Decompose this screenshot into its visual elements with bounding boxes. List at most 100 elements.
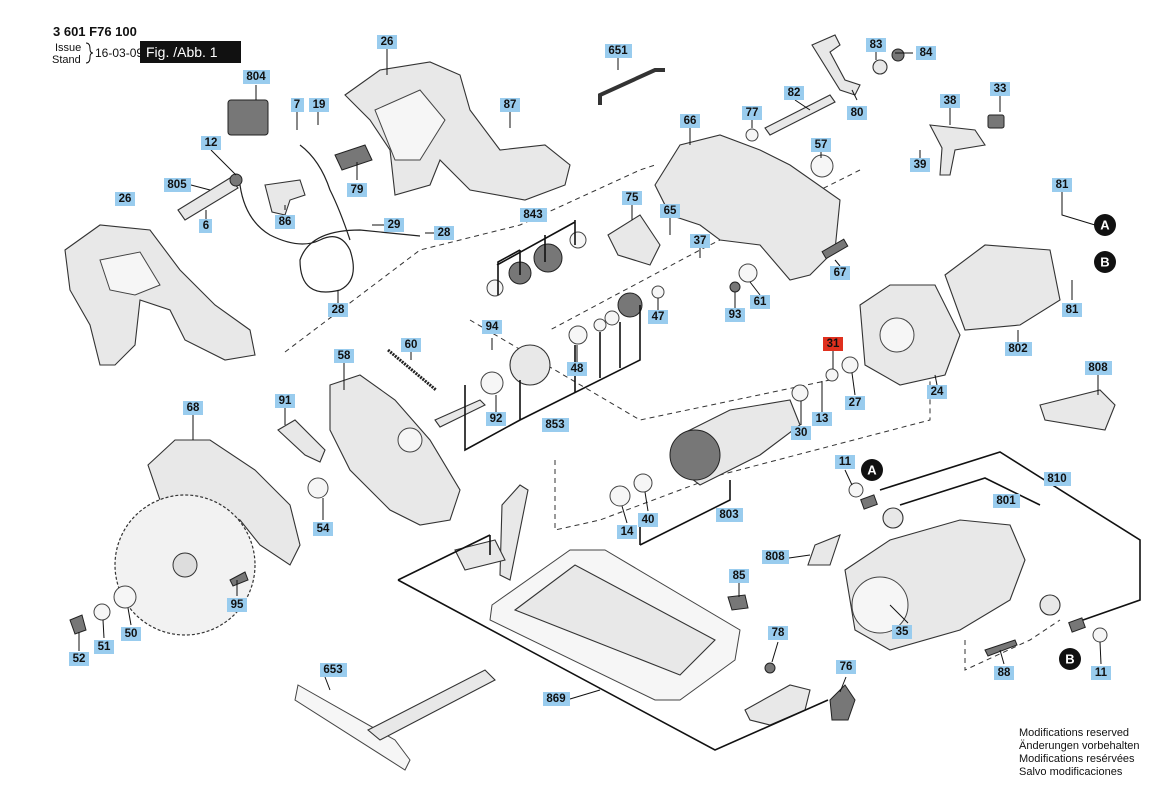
screw-93 bbox=[729, 281, 741, 293]
svg-text:50: 50 bbox=[125, 628, 138, 640]
angle-bracket bbox=[929, 124, 986, 176]
bearing-40 bbox=[633, 473, 653, 493]
svg-text:77: 77 bbox=[746, 107, 759, 119]
label-61: 61 bbox=[750, 295, 770, 309]
svg-text:A: A bbox=[867, 463, 877, 478]
bracket-810 bbox=[879, 451, 1141, 621]
outer-flange bbox=[113, 585, 137, 609]
bearing-14 bbox=[609, 485, 631, 507]
label-82: 82 bbox=[784, 86, 804, 100]
svg-text:28: 28 bbox=[438, 227, 451, 239]
svg-text:88: 88 bbox=[998, 667, 1011, 679]
cable-clamp bbox=[229, 173, 243, 187]
mod-line-en: Modifications reserved bbox=[1019, 727, 1129, 739]
guard-lever bbox=[277, 419, 326, 463]
lower-guard bbox=[329, 374, 461, 526]
bevel-bracket bbox=[454, 539, 506, 571]
label-26-front: 26 bbox=[115, 192, 135, 206]
svg-text:803: 803 bbox=[719, 509, 738, 521]
svg-text:35: 35 bbox=[896, 626, 909, 638]
svg-text:75: 75 bbox=[626, 192, 639, 204]
label-802: 802 bbox=[1005, 342, 1032, 356]
svg-text:805: 805 bbox=[167, 179, 187, 191]
switch-module bbox=[227, 99, 269, 136]
svg-text:26: 26 bbox=[381, 36, 394, 48]
label-81-top: 81 bbox=[1052, 178, 1072, 192]
guard-hub bbox=[397, 427, 423, 453]
carbon-brush-b bbox=[1068, 617, 1086, 633]
issue-label: Issue bbox=[55, 42, 81, 54]
dash-line-housing bbox=[549, 169, 861, 331]
dash-line-gearbox bbox=[284, 164, 656, 353]
rear-handle bbox=[344, 61, 571, 201]
label-7: 7 bbox=[291, 98, 304, 112]
name-plate bbox=[334, 144, 373, 171]
svg-text:A: A bbox=[1100, 218, 1110, 233]
cable-sleeve bbox=[177, 177, 239, 221]
label-58: 58 bbox=[334, 349, 354, 363]
bearing-27 bbox=[841, 356, 859, 374]
svg-text:37: 37 bbox=[694, 235, 707, 247]
label-75: 75 bbox=[622, 191, 642, 205]
bracket-843 bbox=[496, 220, 576, 295]
blade-arbor bbox=[172, 552, 198, 578]
spindle bbox=[434, 399, 486, 428]
knob-76 bbox=[829, 684, 856, 721]
label-803: 803 bbox=[716, 508, 743, 522]
svg-text:86: 86 bbox=[279, 216, 292, 228]
chip-deflector bbox=[607, 214, 661, 266]
svg-text:39: 39 bbox=[914, 159, 927, 171]
svg-text:80: 80 bbox=[851, 107, 864, 119]
label-88: 88 bbox=[994, 666, 1014, 680]
svg-text:12: 12 bbox=[205, 137, 218, 149]
armature-fan bbox=[669, 429, 721, 481]
svg-text:11: 11 bbox=[1095, 667, 1108, 679]
svg-text:60: 60 bbox=[405, 339, 418, 351]
label-48: 48 bbox=[567, 362, 587, 376]
svg-text:804: 804 bbox=[246, 71, 266, 83]
brush-cap-b bbox=[1092, 627, 1108, 643]
guide-scale bbox=[367, 669, 496, 741]
svg-text:19: 19 bbox=[313, 99, 326, 111]
brush-holder-b bbox=[1039, 594, 1061, 616]
label-33: 33 bbox=[990, 82, 1010, 96]
label-95: 95 bbox=[227, 598, 247, 612]
label-94: 94 bbox=[482, 320, 502, 334]
label-29: 29 bbox=[384, 218, 404, 232]
parts-art bbox=[64, 34, 1116, 771]
field-coil bbox=[944, 244, 1061, 331]
mod-line-de: Änderungen vorbehalten bbox=[1019, 740, 1139, 752]
insulation-808a bbox=[1039, 389, 1116, 431]
brush-holder-a bbox=[882, 507, 904, 529]
label-51: 51 bbox=[94, 640, 114, 654]
assembly-outlines bbox=[284, 164, 1061, 671]
bracket-801 bbox=[899, 477, 1041, 506]
label-37: 37 bbox=[690, 234, 710, 248]
front-handle bbox=[64, 224, 256, 366]
front-handle-grip bbox=[99, 251, 161, 296]
label-57: 57 bbox=[811, 138, 831, 152]
svg-text:13: 13 bbox=[816, 413, 829, 425]
label-83: 83 bbox=[866, 38, 886, 52]
label-85: 85 bbox=[729, 569, 749, 583]
brace-mark bbox=[85, 42, 94, 64]
svg-text:653: 653 bbox=[323, 664, 342, 676]
insulation-808b bbox=[807, 534, 841, 566]
screw-78 bbox=[764, 662, 776, 674]
circlip-b bbox=[604, 310, 620, 326]
dash-box-armature bbox=[554, 360, 931, 531]
svg-text:869: 869 bbox=[546, 693, 565, 705]
svg-text:808: 808 bbox=[1088, 362, 1108, 374]
gear-bearing bbox=[569, 231, 587, 249]
label-47: 47 bbox=[648, 310, 668, 324]
pin-bushing bbox=[651, 285, 665, 299]
svg-text:92: 92 bbox=[490, 413, 503, 425]
label-808-bottom: 808 bbox=[762, 550, 789, 564]
label-28-right: 28 bbox=[434, 226, 454, 240]
label-81-bottom: 81 bbox=[1062, 303, 1082, 317]
svg-text:6: 6 bbox=[203, 220, 209, 232]
spindle-flange bbox=[509, 344, 551, 386]
wire-lead bbox=[299, 144, 351, 241]
svg-text:95: 95 bbox=[231, 599, 244, 611]
